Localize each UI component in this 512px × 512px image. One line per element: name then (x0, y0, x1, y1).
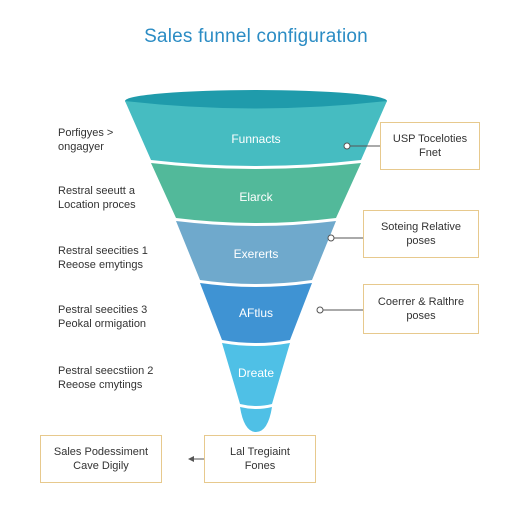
left-note-3: Restral seecities 1 Reeose emytings (58, 244, 168, 272)
left-note-2: Restral seeutt a Location proces (58, 184, 168, 212)
callout-right-1-line1: USP Toceloties (392, 133, 468, 145)
funnel-tip (240, 407, 272, 432)
funnel-rim (125, 90, 387, 112)
stage-label-2: Elarck (239, 190, 273, 204)
left-note-1-line2: ongagyer (58, 141, 104, 153)
callout-bottom-left-line2: Cave Digily (73, 460, 129, 472)
funnel-stage-3 (176, 221, 336, 284)
callout-right-1-line2: Fnet (418, 147, 441, 159)
connector-dot-right-2 (327, 234, 335, 242)
funnel-stage-5 (222, 343, 290, 406)
callout-right-2-line1: Soteing Relative (380, 221, 462, 233)
funnel-stage-2 (151, 163, 361, 223)
callout-right-2-line2: poses (406, 235, 436, 247)
connector-dot-right-3 (316, 306, 324, 314)
stage-label-3: Exererts (234, 247, 279, 261)
left-note-3-line1: Restral seecities 1 (58, 245, 148, 257)
callout-bottom-center: Lal Tregiaint Fones (204, 435, 316, 483)
left-note-4-line1: Pestral seecities 3 (58, 304, 148, 316)
callout-bottom-center-line1: Lal Tregiaint (230, 446, 290, 458)
left-note-2-line2: Location proces (58, 199, 136, 211)
left-note-4-line2: Peokal ormigation (58, 318, 147, 330)
funnel-stage-4 (200, 283, 312, 343)
left-note-3-line2: Reeose emytings (58, 259, 143, 271)
stage-label-1: Funnacts (231, 132, 280, 146)
left-note-1-line1: Porfigyes > (58, 127, 114, 139)
callout-right-3-line1: Coerrer & Ralthre (377, 296, 465, 308)
callout-right-3-line2: poses (406, 310, 436, 322)
connector-arrowhead-bottom (188, 456, 194, 462)
left-note-5: Pestral seecstiion 2 Reeose cmytings (58, 364, 168, 392)
stage-label-4: AFtlus (239, 306, 273, 320)
left-note-5-line1: Pestral seecstiion 2 (58, 365, 154, 377)
page-title: Sales funnel configuration (144, 26, 368, 47)
left-note-5-line2: Reeose cmytings (58, 379, 143, 391)
callout-right-3: Coerrer & Ralthre poses (363, 284, 479, 334)
connector-dot-right-1 (343, 142, 351, 150)
left-note-1: Porfigyes > ongagyer (58, 126, 168, 154)
callout-bottom-center-line2: Fones (244, 460, 276, 472)
stage-label-5: Dreate (238, 366, 274, 380)
callout-right-2: Soteing Relative poses (363, 210, 479, 258)
callout-right-1: USP Toceloties Fnet (380, 122, 480, 170)
callout-bottom-left-line1: Sales Podessiment (53, 446, 149, 458)
callout-bottom-left: Sales Podessiment Cave Digily (40, 435, 162, 483)
left-note-4: Pestral seecities 3 Peokal ormigation (58, 303, 168, 331)
left-note-2-line1: Restral seeutt a (58, 185, 136, 197)
funnel-stage-1 (125, 101, 387, 166)
